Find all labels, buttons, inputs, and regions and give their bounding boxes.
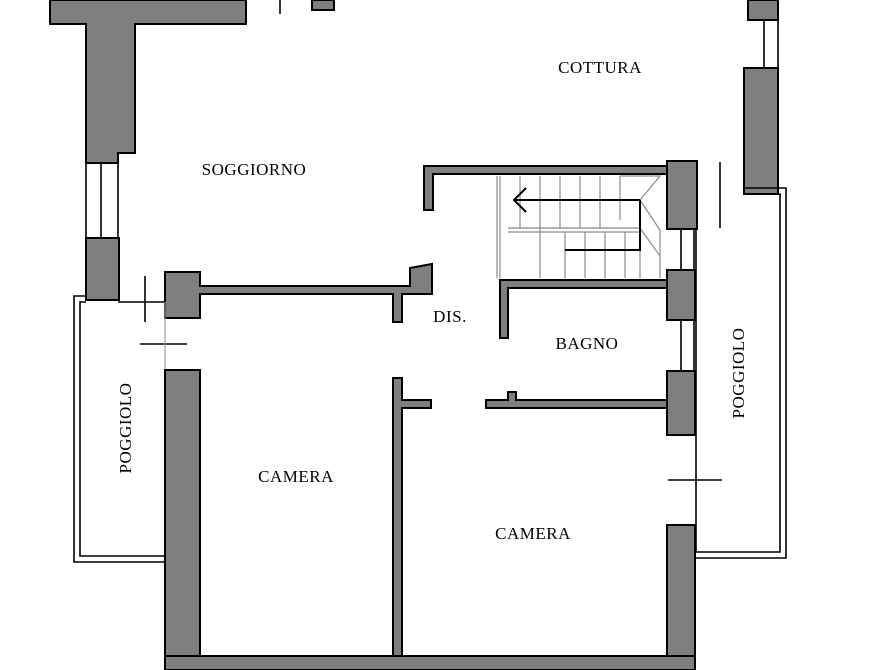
label-cottura: COTTURA xyxy=(558,58,642,77)
wall-top-left xyxy=(49,0,247,164)
label-camera-right: CAMERA xyxy=(495,524,571,543)
wall-bottom xyxy=(164,655,696,670)
label-bagno: BAGNO xyxy=(556,334,619,353)
wall-camera-divider xyxy=(392,377,432,670)
wall-soggiorno-bottom xyxy=(164,262,433,323)
wall-left-lower xyxy=(164,369,201,670)
stair-arrow xyxy=(512,187,641,251)
wall-bagno-left xyxy=(499,279,668,339)
window-stair xyxy=(680,228,695,271)
wall-pier-bagno-top xyxy=(666,269,696,321)
wall-pier-stair xyxy=(666,160,698,230)
balcony-left-inner xyxy=(79,301,165,557)
wall-stub-top xyxy=(311,0,335,11)
label-soggiorno: SOGGIORNO xyxy=(202,160,307,179)
wall-stair-top xyxy=(423,165,668,211)
window-cottura-right xyxy=(763,19,779,69)
wall-camera-top-right xyxy=(485,391,668,409)
balcony-right-inner xyxy=(696,193,781,553)
wall-right-top xyxy=(747,0,779,21)
label-poggiolo-left: POGGIOLO xyxy=(116,383,135,474)
wall-right-lower xyxy=(666,524,696,670)
window-soggiorno-left xyxy=(85,162,119,239)
label-camera-left: CAMERA xyxy=(258,467,334,486)
balcony-right-outline xyxy=(696,187,787,559)
wall-pier-bagno-bottom xyxy=(666,370,696,436)
label-poggiolo-right: POGGIOLO xyxy=(729,328,748,419)
balcony-left-outline xyxy=(73,295,165,563)
wall-right-upper xyxy=(743,67,779,195)
wall-left-pier xyxy=(85,237,120,301)
label-dis: DIS. xyxy=(433,307,467,326)
window-bagno xyxy=(680,319,695,372)
